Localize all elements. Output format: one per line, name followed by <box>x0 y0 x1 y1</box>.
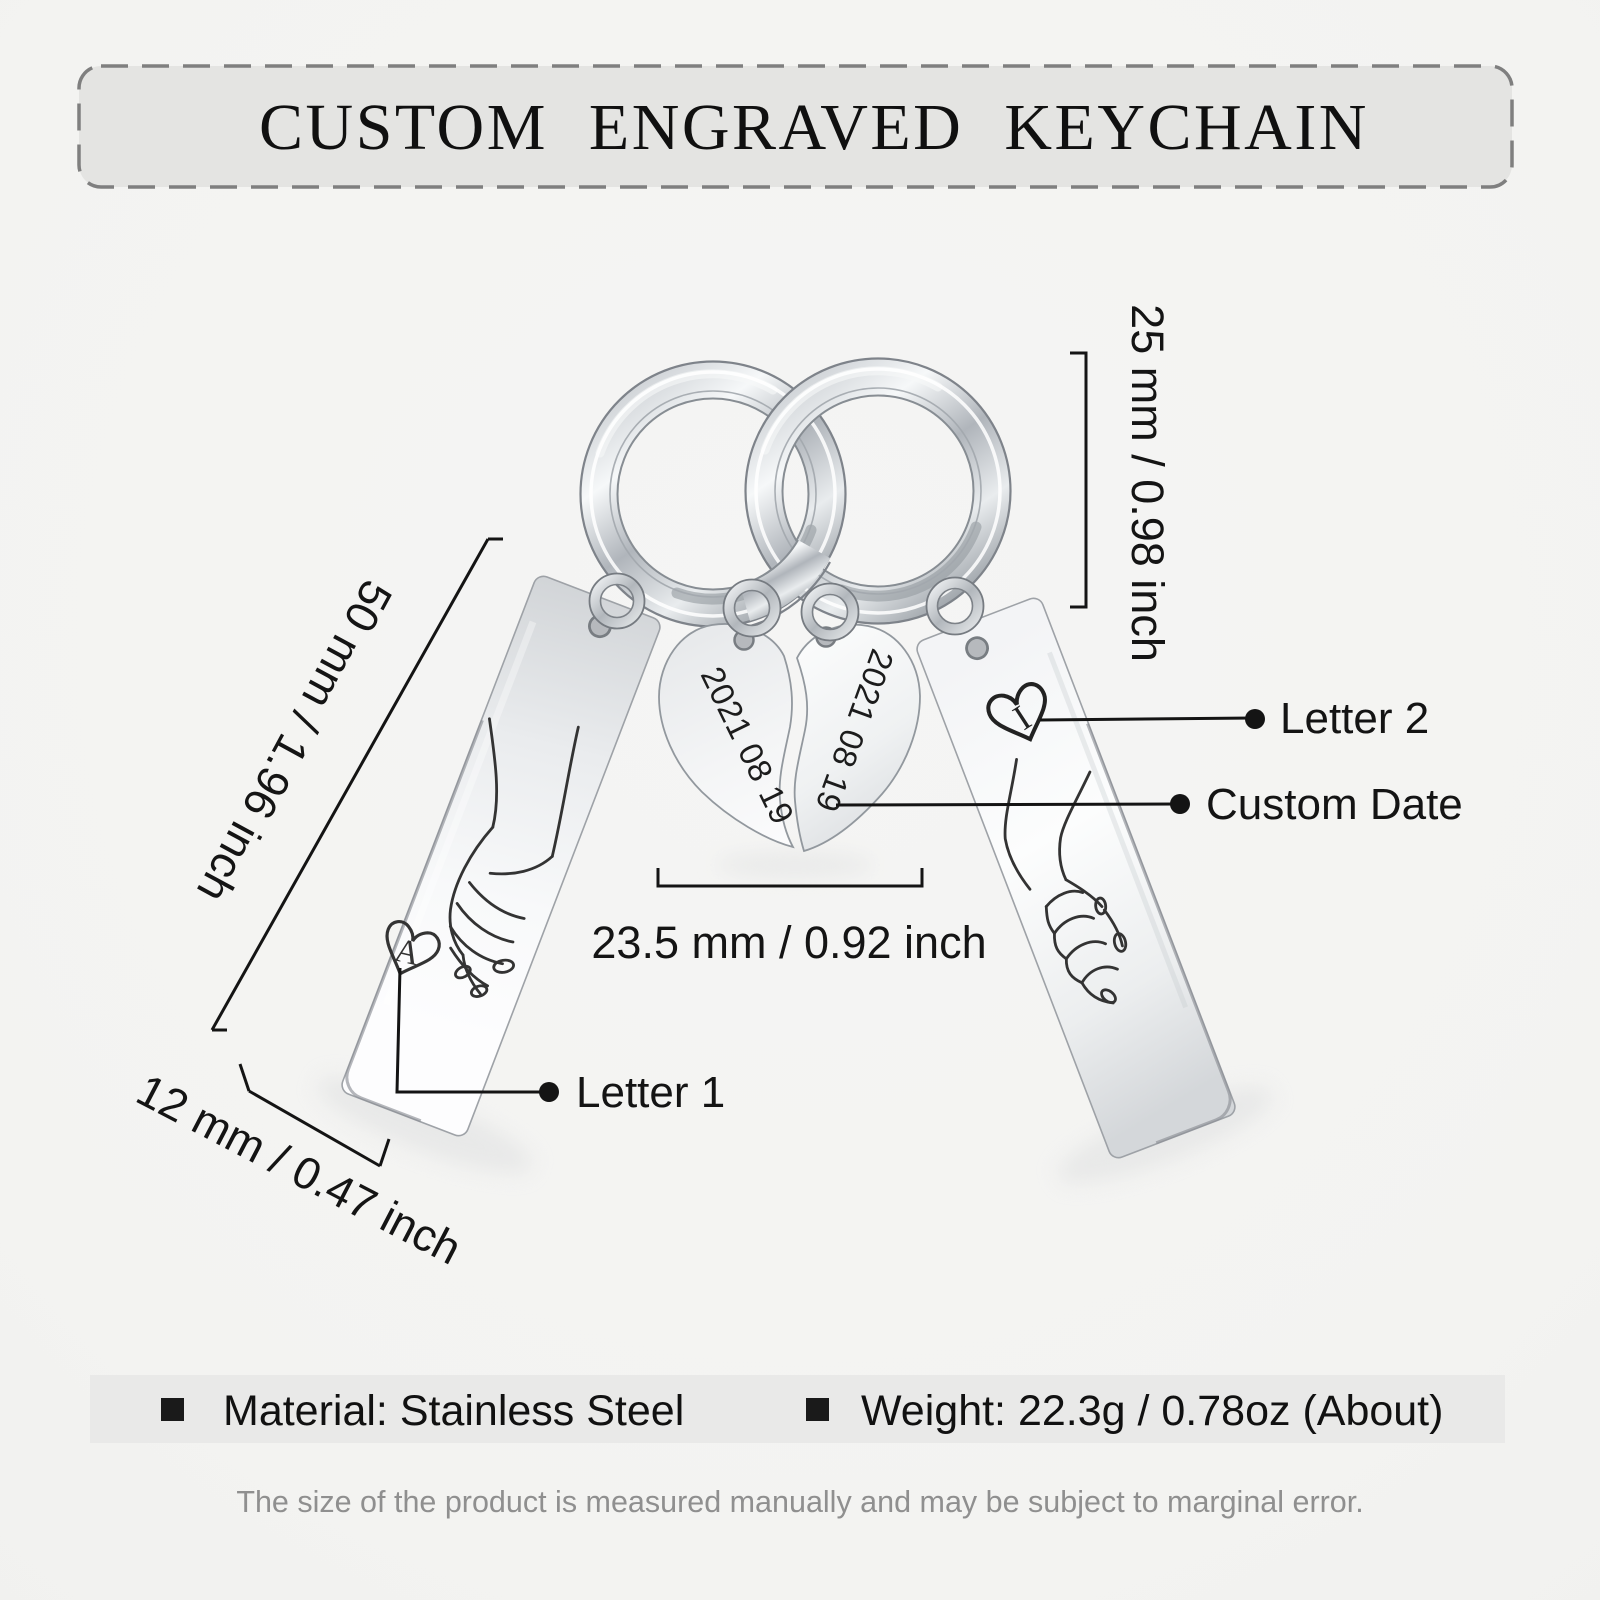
svg-text:25 mm / 0.98 inch: 25 mm / 0.98 inch <box>1122 304 1173 662</box>
svg-text:CUSTOM ENGRAVED KEYCHAIN: CUSTOM ENGRAVED KEYCHAIN <box>259 91 1369 164</box>
svg-text:Letter 2: Letter 2 <box>1280 694 1429 743</box>
svg-text:Material: Stainless Steel: Material: Stainless Steel <box>223 1387 684 1435</box>
svg-text:Weight: 22.3g / 0.78oz (About): Weight: 22.3g / 0.78oz (About) <box>861 1387 1443 1435</box>
svg-text:Letter 1: Letter 1 <box>576 1068 725 1117</box>
svg-text:Custom Date: Custom Date <box>1206 780 1463 829</box>
svg-text:The size of the product is mea: The size of the product is measured manu… <box>236 1485 1363 1519</box>
svg-text:23.5 mm / 0.92 inch: 23.5 mm / 0.92 inch <box>591 917 986 968</box>
